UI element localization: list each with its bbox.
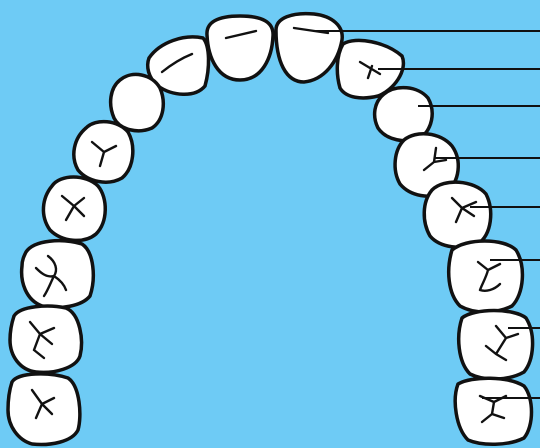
tooth-left-second-molar — [459, 311, 533, 380]
tooth-right-first-premolar — [74, 122, 133, 183]
tooth-left-first-molar — [449, 241, 523, 312]
tooth-right-second-premolar — [43, 177, 105, 240]
tooth-right-canine — [111, 74, 164, 130]
tooth-right-first-molar — [22, 241, 94, 308]
tooth-left-third-molar — [455, 378, 531, 444]
tooth-right-second-molar — [10, 306, 81, 372]
tooth-right-central-incisor — [207, 16, 273, 80]
tooth-right-third-molar — [8, 374, 80, 445]
tooth-left-second-premolar — [424, 182, 490, 247]
